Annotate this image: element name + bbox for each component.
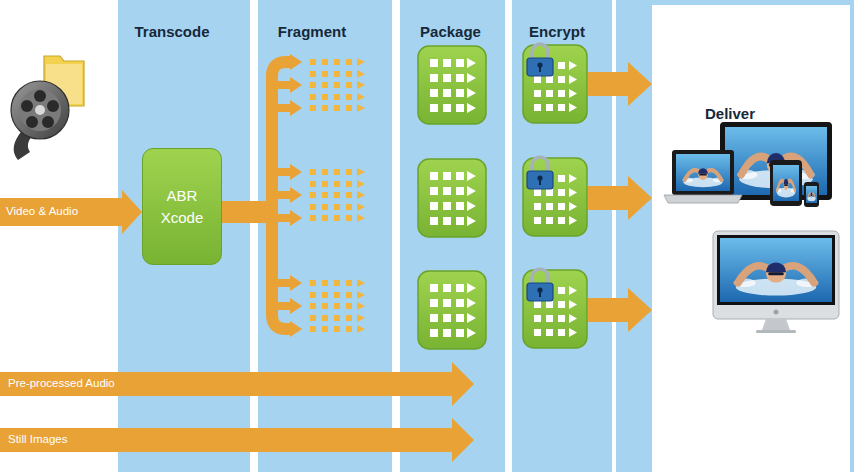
arrow-label: Video & Audio bbox=[6, 205, 78, 219]
package-tiles bbox=[418, 46, 486, 349]
column-ground bbox=[512, 0, 612, 472]
column-heading: Deliver bbox=[652, 5, 850, 125]
panel-ground bbox=[652, 5, 850, 472]
input-arrow bbox=[0, 190, 142, 234]
column-ground bbox=[118, 0, 250, 472]
process-box: ABR Xcode bbox=[142, 148, 222, 265]
stage-column: Package bbox=[400, 0, 505, 472]
delivery-arrows bbox=[588, 62, 652, 332]
delivery-panel: Deliver bbox=[652, 5, 850, 472]
fan-arrowheads bbox=[290, 54, 302, 337]
arrow-label-holder: Still Images bbox=[8, 433, 67, 447]
stage-column: Encrypt bbox=[512, 0, 612, 472]
column-heading: Fragment bbox=[258, 0, 392, 43]
arrow-label-holder: Pre-processed Audio bbox=[8, 377, 115, 391]
arrow-label: Still Images bbox=[8, 433, 67, 447]
encrypted-tiles bbox=[523, 44, 587, 348]
column-heading: Package bbox=[400, 0, 505, 43]
column-heading: Transcode bbox=[118, 0, 250, 43]
stage-column: TranscodeABR Xcode bbox=[118, 0, 250, 472]
images-arrow bbox=[0, 418, 474, 462]
device-pictures bbox=[664, 122, 839, 333]
stage-column: Fragment bbox=[258, 0, 392, 472]
media-icon bbox=[11, 56, 84, 160]
fragment-dots bbox=[310, 58, 365, 333]
column-heading: Encrypt bbox=[512, 0, 612, 43]
arrow-label-holder: Video & Audio bbox=[6, 205, 78, 219]
audio-arrow bbox=[0, 362, 474, 406]
box-label: ABR Xcode bbox=[152, 185, 212, 229]
column-ground bbox=[258, 0, 392, 472]
panel-frame bbox=[616, 0, 854, 472]
arrow-label: Pre-processed Audio bbox=[8, 377, 115, 391]
fan-out-arrows bbox=[222, 62, 292, 329]
